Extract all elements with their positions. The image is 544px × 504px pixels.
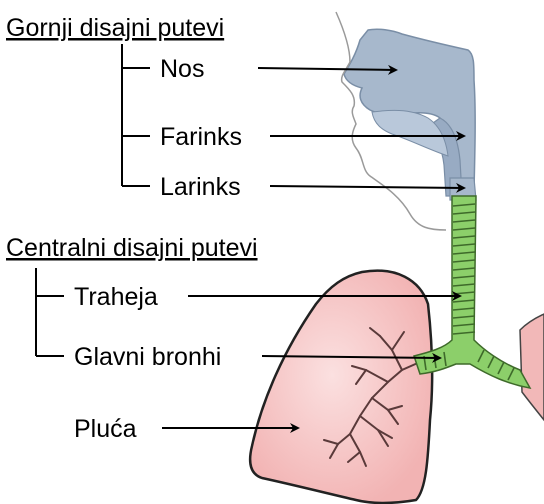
upper-airway bbox=[344, 29, 476, 200]
lung bbox=[250, 271, 432, 503]
arrow-larinks bbox=[270, 186, 464, 188]
label-traheja: Traheja bbox=[74, 283, 158, 311]
label-glavni-bronhi: Glavni bronhi bbox=[74, 343, 221, 371]
label-nos: Nos bbox=[160, 55, 204, 83]
heading-upper-airways: Gornji disajni putevi bbox=[6, 14, 224, 42]
heading-central-airways: Centralni disajni putevi bbox=[6, 234, 258, 262]
label-farinks: Farinks bbox=[160, 123, 242, 151]
labels: Gornji disajni putevi Nos Farinks Larink… bbox=[6, 14, 258, 443]
trachea-group bbox=[414, 196, 530, 388]
bracket-central bbox=[36, 268, 64, 356]
right-lung-edge bbox=[520, 314, 544, 420]
label-larinks: Larinks bbox=[160, 173, 241, 201]
bracket-upper bbox=[122, 44, 150, 186]
oral-cavity bbox=[372, 110, 448, 156]
label-pluca: Pluća bbox=[74, 415, 137, 443]
